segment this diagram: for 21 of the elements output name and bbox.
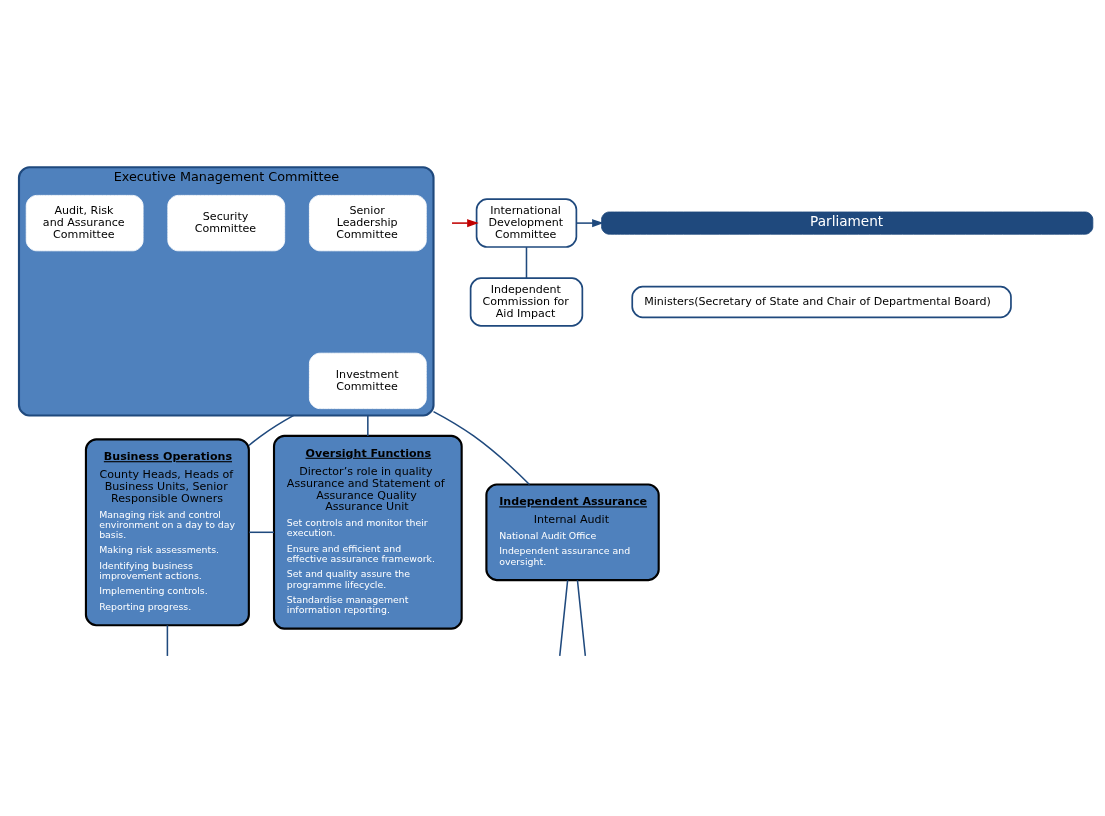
connector: [248, 414, 295, 446]
node-box: Oversight Functions Director’s role in quality Assurance and Statement of Assurance Quality Assurance Unit Set controls and monitor their execution. Ensure and efficient and effective assurance framework. Set and quality assure the programme lifecycle. Standardise management information reporting.: [272, 434, 463, 630]
node-box: Parliament: [601, 211, 1094, 235]
arrow: [575, 218, 604, 227]
node-box: Business Operations County Heads, Heads of Business Units, Senior Responsible Owners Managing risk and control environment on a day to day basis. Making risk assessments. Identifying business improvement actions. Implementing controls. Reporting progress.: [84, 437, 250, 626]
connector: [248, 531, 275, 533]
node-box: Security Committee: [167, 194, 286, 251]
node-box: Investment Committee: [309, 352, 427, 409]
node-box: Senior Leadership Committee: [309, 194, 427, 251]
node-box: Independent Assurance Internal Audit National Audit Office Independent assurance and oversight.: [485, 482, 660, 581]
connector: [525, 245, 528, 279]
arrow: [451, 218, 479, 227]
connector: [576, 579, 587, 657]
connector: [367, 414, 369, 437]
connector: [432, 410, 531, 485]
node-box: International Development Committee: [475, 197, 578, 248]
connector: [559, 579, 569, 657]
node-box: Ministers(Secretary of State and Chair of Departmental Board): [631, 285, 1012, 318]
connector: [166, 624, 169, 657]
node-box: Audit, Risk and Assurance Committee: [25, 194, 144, 251]
node-box: Independent Commission for Aid Impact: [469, 276, 584, 327]
